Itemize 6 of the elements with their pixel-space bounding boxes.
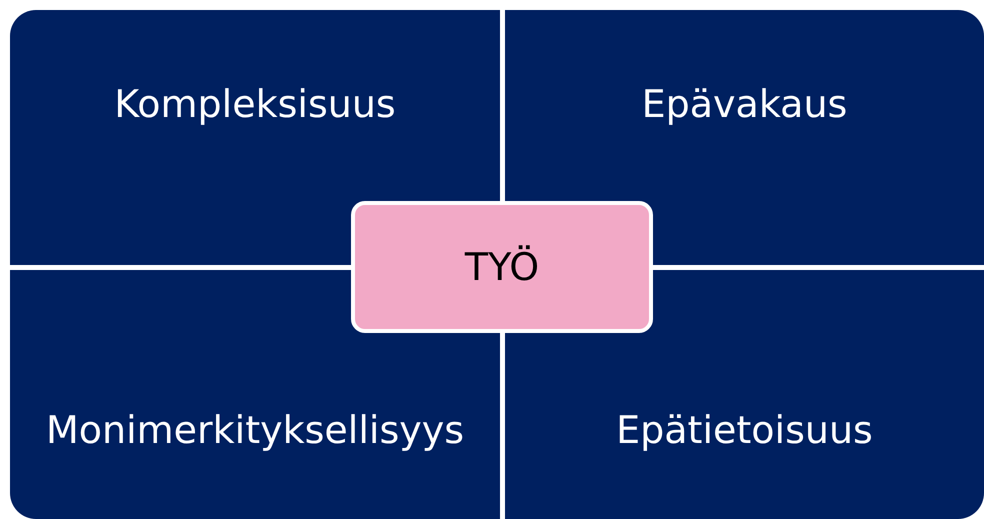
quadrant-label: Monimerkityksellisyys	[44, 408, 466, 452]
quadrant-label: Epävakaus	[640, 82, 848, 126]
quadrant-label: Epätietoisuus	[615, 408, 874, 452]
center-label: TYÖ	[464, 245, 540, 289]
center-box	[351, 201, 653, 333]
quadrant-label: Kompleksisuus	[113, 82, 397, 126]
